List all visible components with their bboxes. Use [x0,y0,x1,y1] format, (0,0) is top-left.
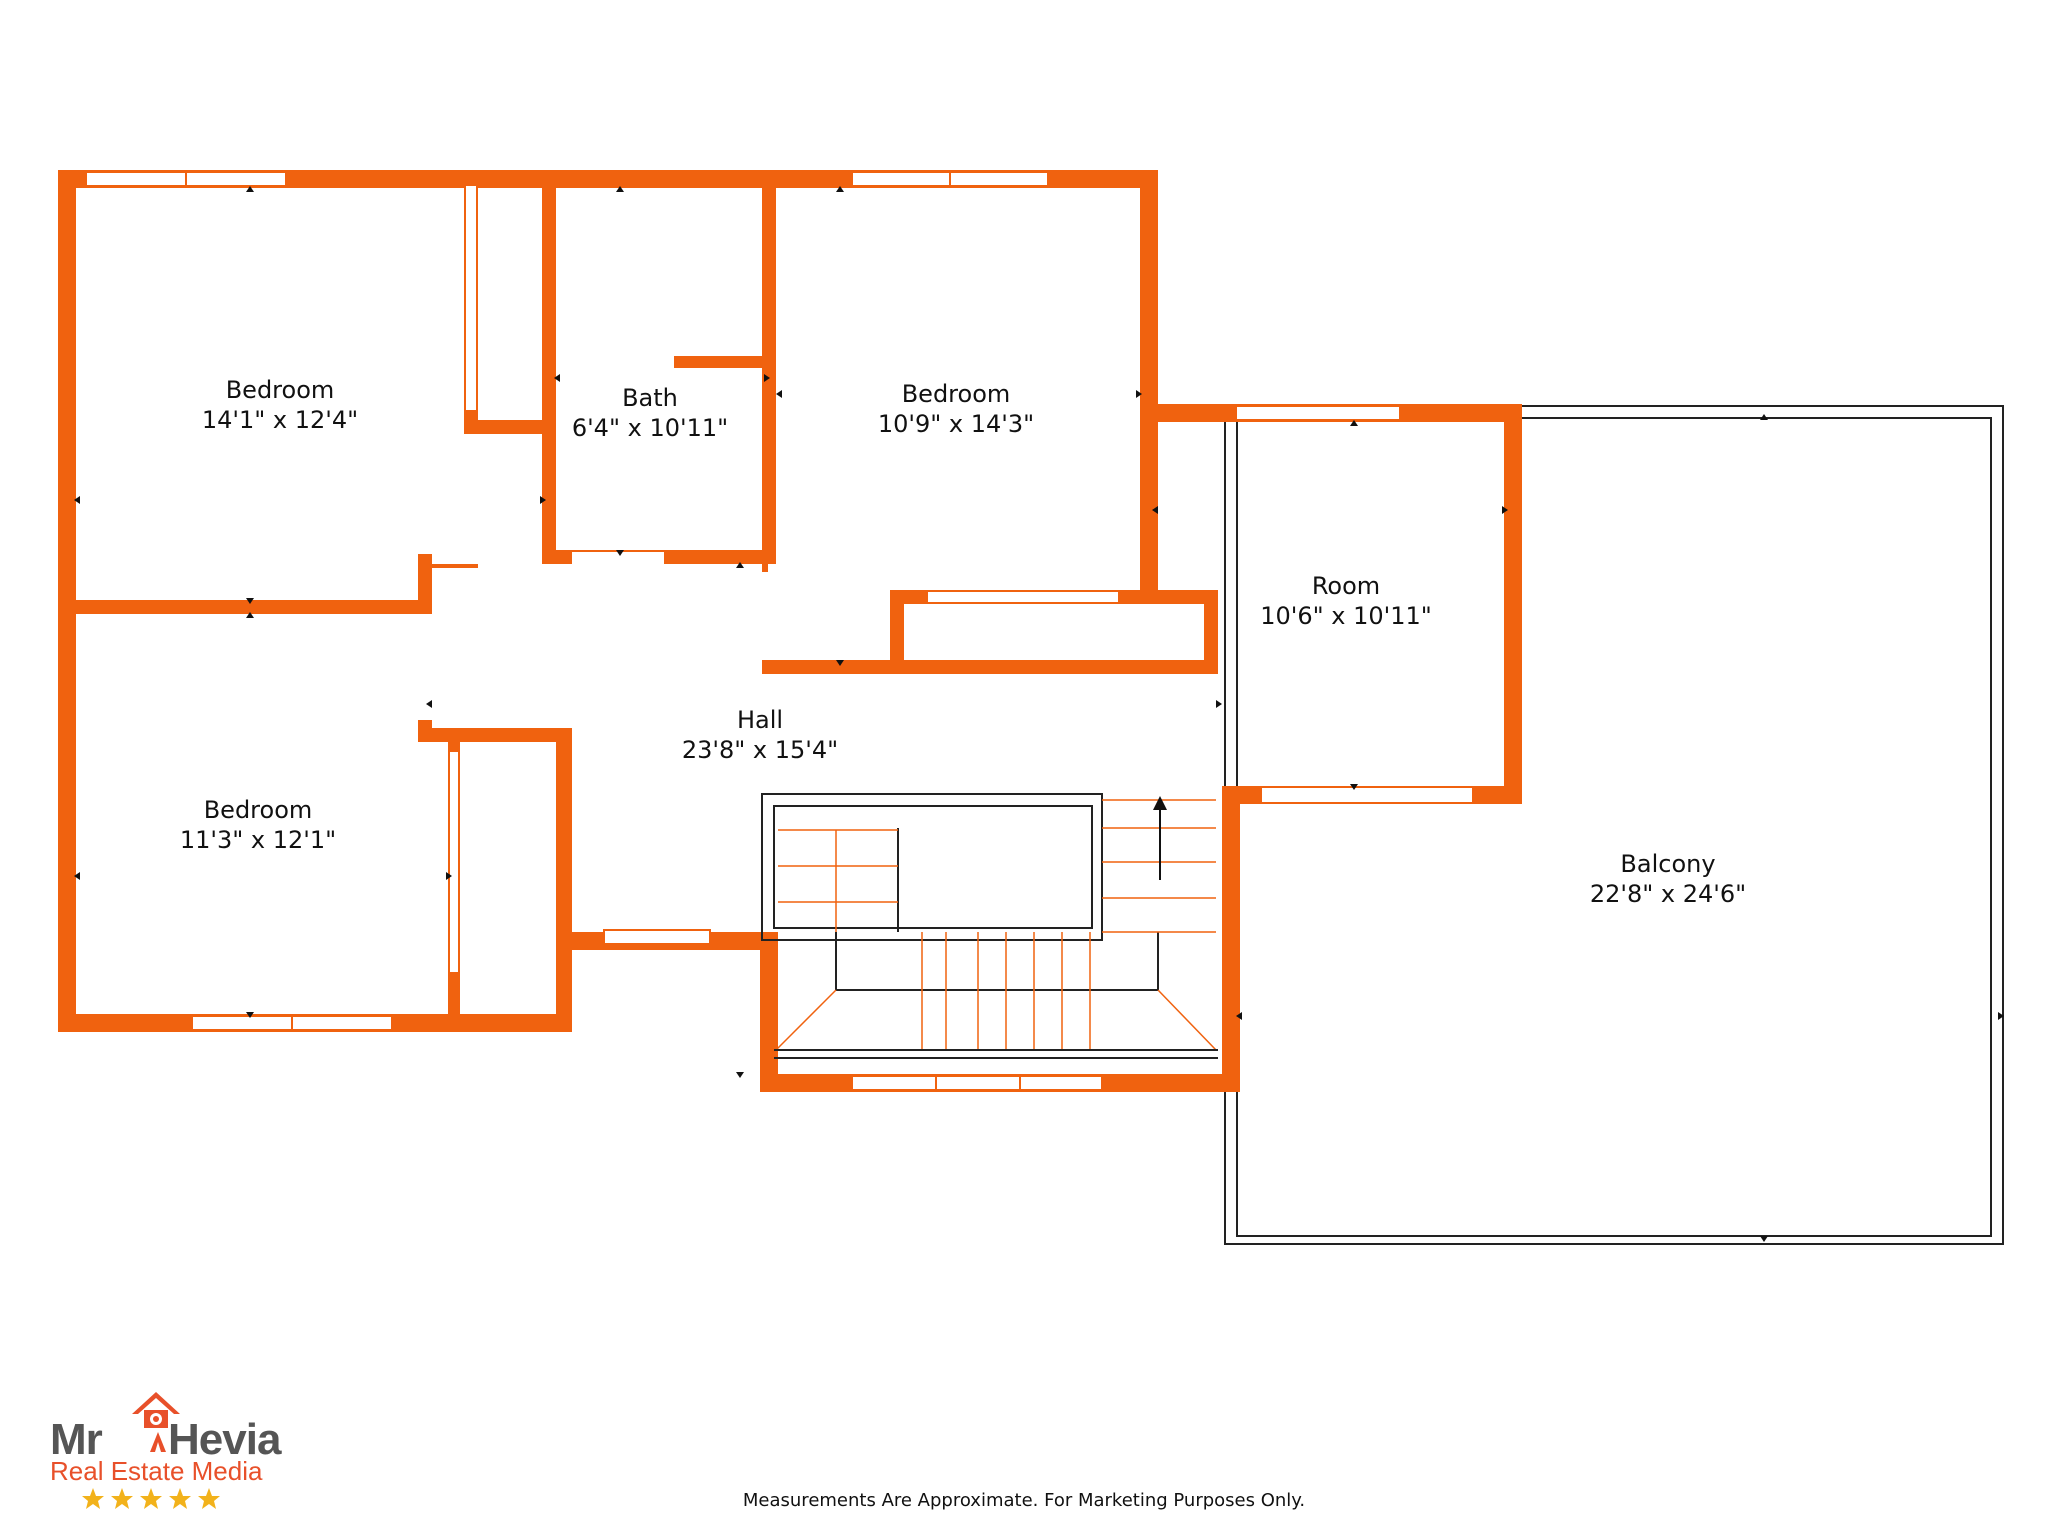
company-logo: Mr Hevia Real Estate Media [50,1392,283,1509]
logo-brand-mr: Mr [50,1415,103,1464]
star-icon [111,1488,133,1509]
room-name: Bedroom [204,796,313,824]
room-dimensions: 22'8" x 24'6" [1590,880,1746,908]
room-name: Balcony [1620,850,1715,878]
room-dimensions: 14'1" x 12'4" [202,406,358,434]
room-label-bath: Bath 6'4" x 10'11" [572,384,728,442]
room-label-room: Room 10'6" x 10'11" [1260,572,1432,630]
room-name: Room [1312,572,1380,600]
room-dimensions: 11'3" x 12'1" [180,826,336,854]
room-name: Bedroom [902,380,1011,408]
star-icon [198,1488,220,1509]
room-dimensions: 10'9" x 14'3" [878,410,1034,438]
logo-brand-hevia: Hevia [168,1415,282,1464]
star-icon [140,1488,162,1509]
room-dimensions: 10'6" x 10'11" [1260,602,1432,630]
room-name: Bedroom [226,376,335,404]
room-label-balcony: Balcony 22'8" x 24'6" [1590,850,1746,908]
logo-tagline: Real Estate Media [50,1456,263,1486]
room-label-bedroom-1: Bedroom 14'1" x 12'4" [202,376,358,434]
balcony-outline [1224,405,2004,1245]
room-name: Bath [622,384,678,412]
room-labels: Bedroom 14'1" x 12'4" Bath 6'4" x 10'11"… [180,376,1746,908]
door-openings [420,186,1472,972]
disclaimer-text: Measurements Are Approximate. For Market… [742,1490,1306,1511]
star-icon [169,1488,191,1509]
staircase [761,793,1218,1059]
windows [85,171,1401,1091]
room-label-bedroom-3: Bedroom 11'3" x 12'1" [180,796,336,854]
room-dimensions: 6'4" x 10'11" [572,414,728,442]
rating-stars [82,1488,220,1509]
room-label-bedroom-2: Bedroom 10'9" x 14'3" [878,380,1034,438]
room-name: Hall [737,706,783,734]
dimension-markers [74,186,2004,1242]
house-camera-icon [132,1392,180,1428]
star-icon [82,1488,104,1509]
room-label-hall: Hall 23'8" x 15'4" [682,706,838,764]
walls [58,170,1522,1092]
room-dimensions: 23'8" x 15'4" [682,736,838,764]
